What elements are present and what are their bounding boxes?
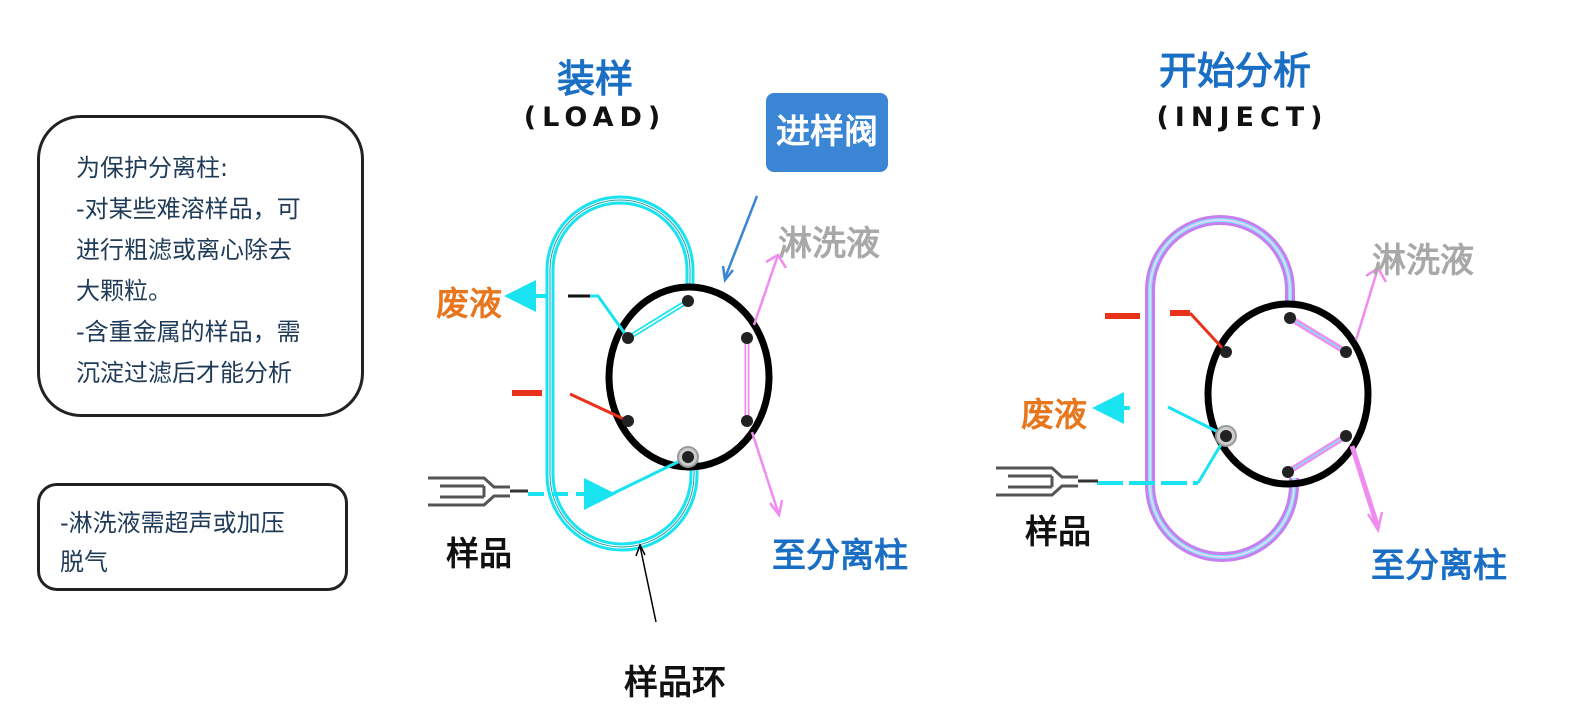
note-line: -含重金属的样品，需 xyxy=(76,318,301,346)
valve-ring-inject xyxy=(1204,300,1372,488)
note-line: 大颗粒。 xyxy=(76,277,172,305)
note-line: 脱气 xyxy=(60,548,108,576)
load-title: 装样 xyxy=(556,57,633,101)
note-line: 为保护分离柱: xyxy=(76,154,229,182)
inject-to-column-label: 至分离柱 xyxy=(1371,546,1507,586)
sample-loop-inject xyxy=(1145,215,1299,562)
note-line: -淋洗液需超声或加压 xyxy=(60,509,285,537)
inject-sample-label: 样品 xyxy=(1025,512,1091,551)
note-box-eluent-degassing: -淋洗液需超声或加压 脱气 xyxy=(37,483,348,591)
valve-ports-inject xyxy=(1215,312,1352,478)
syringe-icon-load xyxy=(428,476,528,507)
load-waste-label: 废液 xyxy=(436,284,502,323)
valve-badge: 进样阀 xyxy=(766,93,888,172)
load-subtitle: (LOAD) xyxy=(523,102,667,133)
inject-eluent-label: 淋洗液 xyxy=(1372,241,1474,281)
note-line: -对某些难溶样品，可 xyxy=(76,195,301,223)
note-box-column-protection: 为保护分离柱: -对某些难溶样品，可 进行粗滤或离心除去 大颗粒。 -含重金属的… xyxy=(37,115,364,417)
load-diagram xyxy=(428,195,788,623)
inject-waste-label: 废液 xyxy=(1021,395,1087,434)
sample-loop-load xyxy=(545,195,699,552)
inject-diagram xyxy=(996,215,1388,562)
load-eluent-label: 淋洗液 xyxy=(778,224,880,264)
inject-subtitle: (INJECT) xyxy=(1156,102,1329,133)
load-sample-label: 样品 xyxy=(446,534,512,573)
inject-title: 开始分析 xyxy=(1158,49,1311,93)
valve-ports-load xyxy=(622,295,753,468)
sample-loop-label: 样品环 xyxy=(624,663,726,703)
note-line: 沉淀过滤后才能分析 xyxy=(76,359,292,387)
note-line: 进行粗滤或离心除去 xyxy=(76,236,292,264)
load-to-column-label: 至分离柱 xyxy=(772,536,908,576)
syringe-icon-inject xyxy=(996,466,1098,497)
